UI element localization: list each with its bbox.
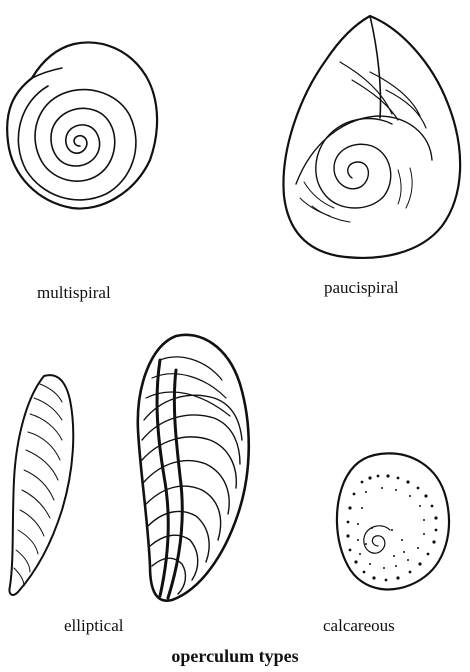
label-elliptical: elliptical bbox=[64, 616, 123, 636]
calcareous-operculum-drawing bbox=[337, 453, 449, 589]
calcareous-stipple bbox=[346, 474, 437, 581]
label-multispiral: multispiral bbox=[37, 283, 111, 303]
label-calcareous: calcareous bbox=[323, 616, 395, 636]
elliptical-operculum-broad-drawing bbox=[138, 335, 249, 601]
paucispiral-operculum-drawing bbox=[283, 16, 460, 258]
multispiral-operculum-drawing bbox=[7, 42, 157, 208]
figure-caption: operculum types bbox=[0, 646, 470, 667]
label-paucispiral: paucispiral bbox=[324, 278, 399, 298]
elliptical-operculum-narrow-drawing bbox=[9, 375, 73, 595]
